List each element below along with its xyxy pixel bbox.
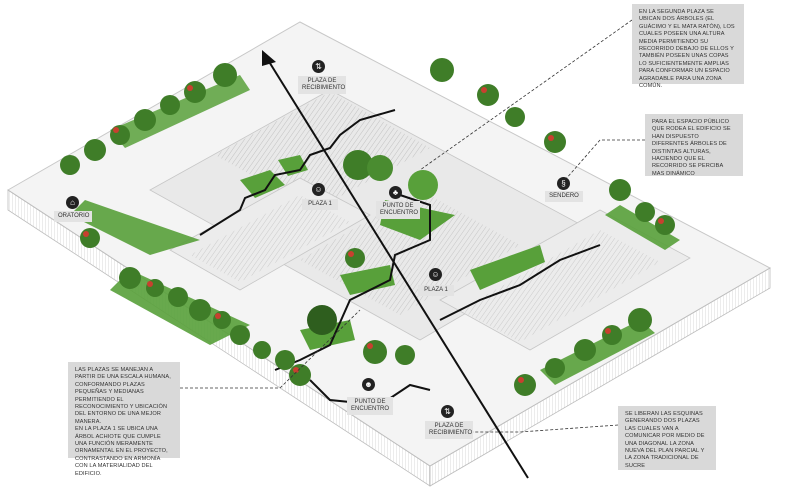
- plaza-outlines: [199, 109, 601, 407]
- label-plaza-recibimiento-top: PLAZA DE RECIBIMIENTO: [298, 76, 346, 94]
- leader-lines: [180, 19, 645, 433]
- trees: [60, 58, 675, 396]
- note-top-right-text: EN LA SEGUNDA PLAZA SE UBICAN DOS ÁRBOLE…: [639, 9, 735, 90]
- note-top-right: EN LA SEGUNDA PLAZA SE UBICAN DOS ÁRBOLE…: [632, 4, 744, 89]
- label-sendero: SENDERO: [545, 191, 583, 202]
- church-icon: ⌂: [66, 196, 79, 209]
- note-middle-right: PARA EL ESPACIO PÚBLICO QUE RODEA EL EDI…: [645, 114, 743, 177]
- arrows-icon: ⇅: [312, 60, 325, 73]
- label-oratorio: ORATORIO: [54, 211, 92, 222]
- arrows-icon: ⇅: [441, 405, 454, 418]
- note-left: LAS PLAZAS SE MANEJAN A PARTIR DE UNA ES…: [68, 362, 180, 477]
- note-bottom-right: SE LIBERAN LAS ESQUINAS GENERANDO DOS PL…: [618, 406, 716, 470]
- face-icon: ☺: [429, 268, 442, 281]
- path-icon: §: [557, 177, 570, 190]
- diagonal-axis: [262, 50, 529, 479]
- label-plaza1-left: PLAZA 1: [302, 199, 338, 210]
- label-plaza-recibimiento-bottom: PLAZA DE RECIBIMIENTO: [425, 421, 473, 439]
- label-punto-encuentro-top: PUNTO DE ENCUENTRO: [376, 201, 420, 219]
- note-middle-right-text: PARA EL ESPACIO PÚBLICO QUE RODEA EL EDI…: [652, 119, 731, 177]
- note-left-text: LAS PLAZAS SE MANEJAN A PARTIR DE UNA ES…: [75, 367, 171, 425]
- tree-icon: ♣: [389, 186, 402, 199]
- label-punto-encuentro-bottom: PUNTO DE ENCUENTRO: [347, 397, 393, 415]
- people-icon: ☻: [362, 378, 375, 391]
- note-left-text-2: EN LA PLAZA 1 SE UBICA UNA ÁRBOL ACHIOTE…: [75, 426, 168, 477]
- note-bottom-right-text: SE LIBERAN LAS ESQUINAS GENERANDO DOS PL…: [625, 411, 705, 469]
- face-icon: ☺: [312, 183, 325, 196]
- label-plaza1-right: PLAZA 1: [418, 285, 454, 296]
